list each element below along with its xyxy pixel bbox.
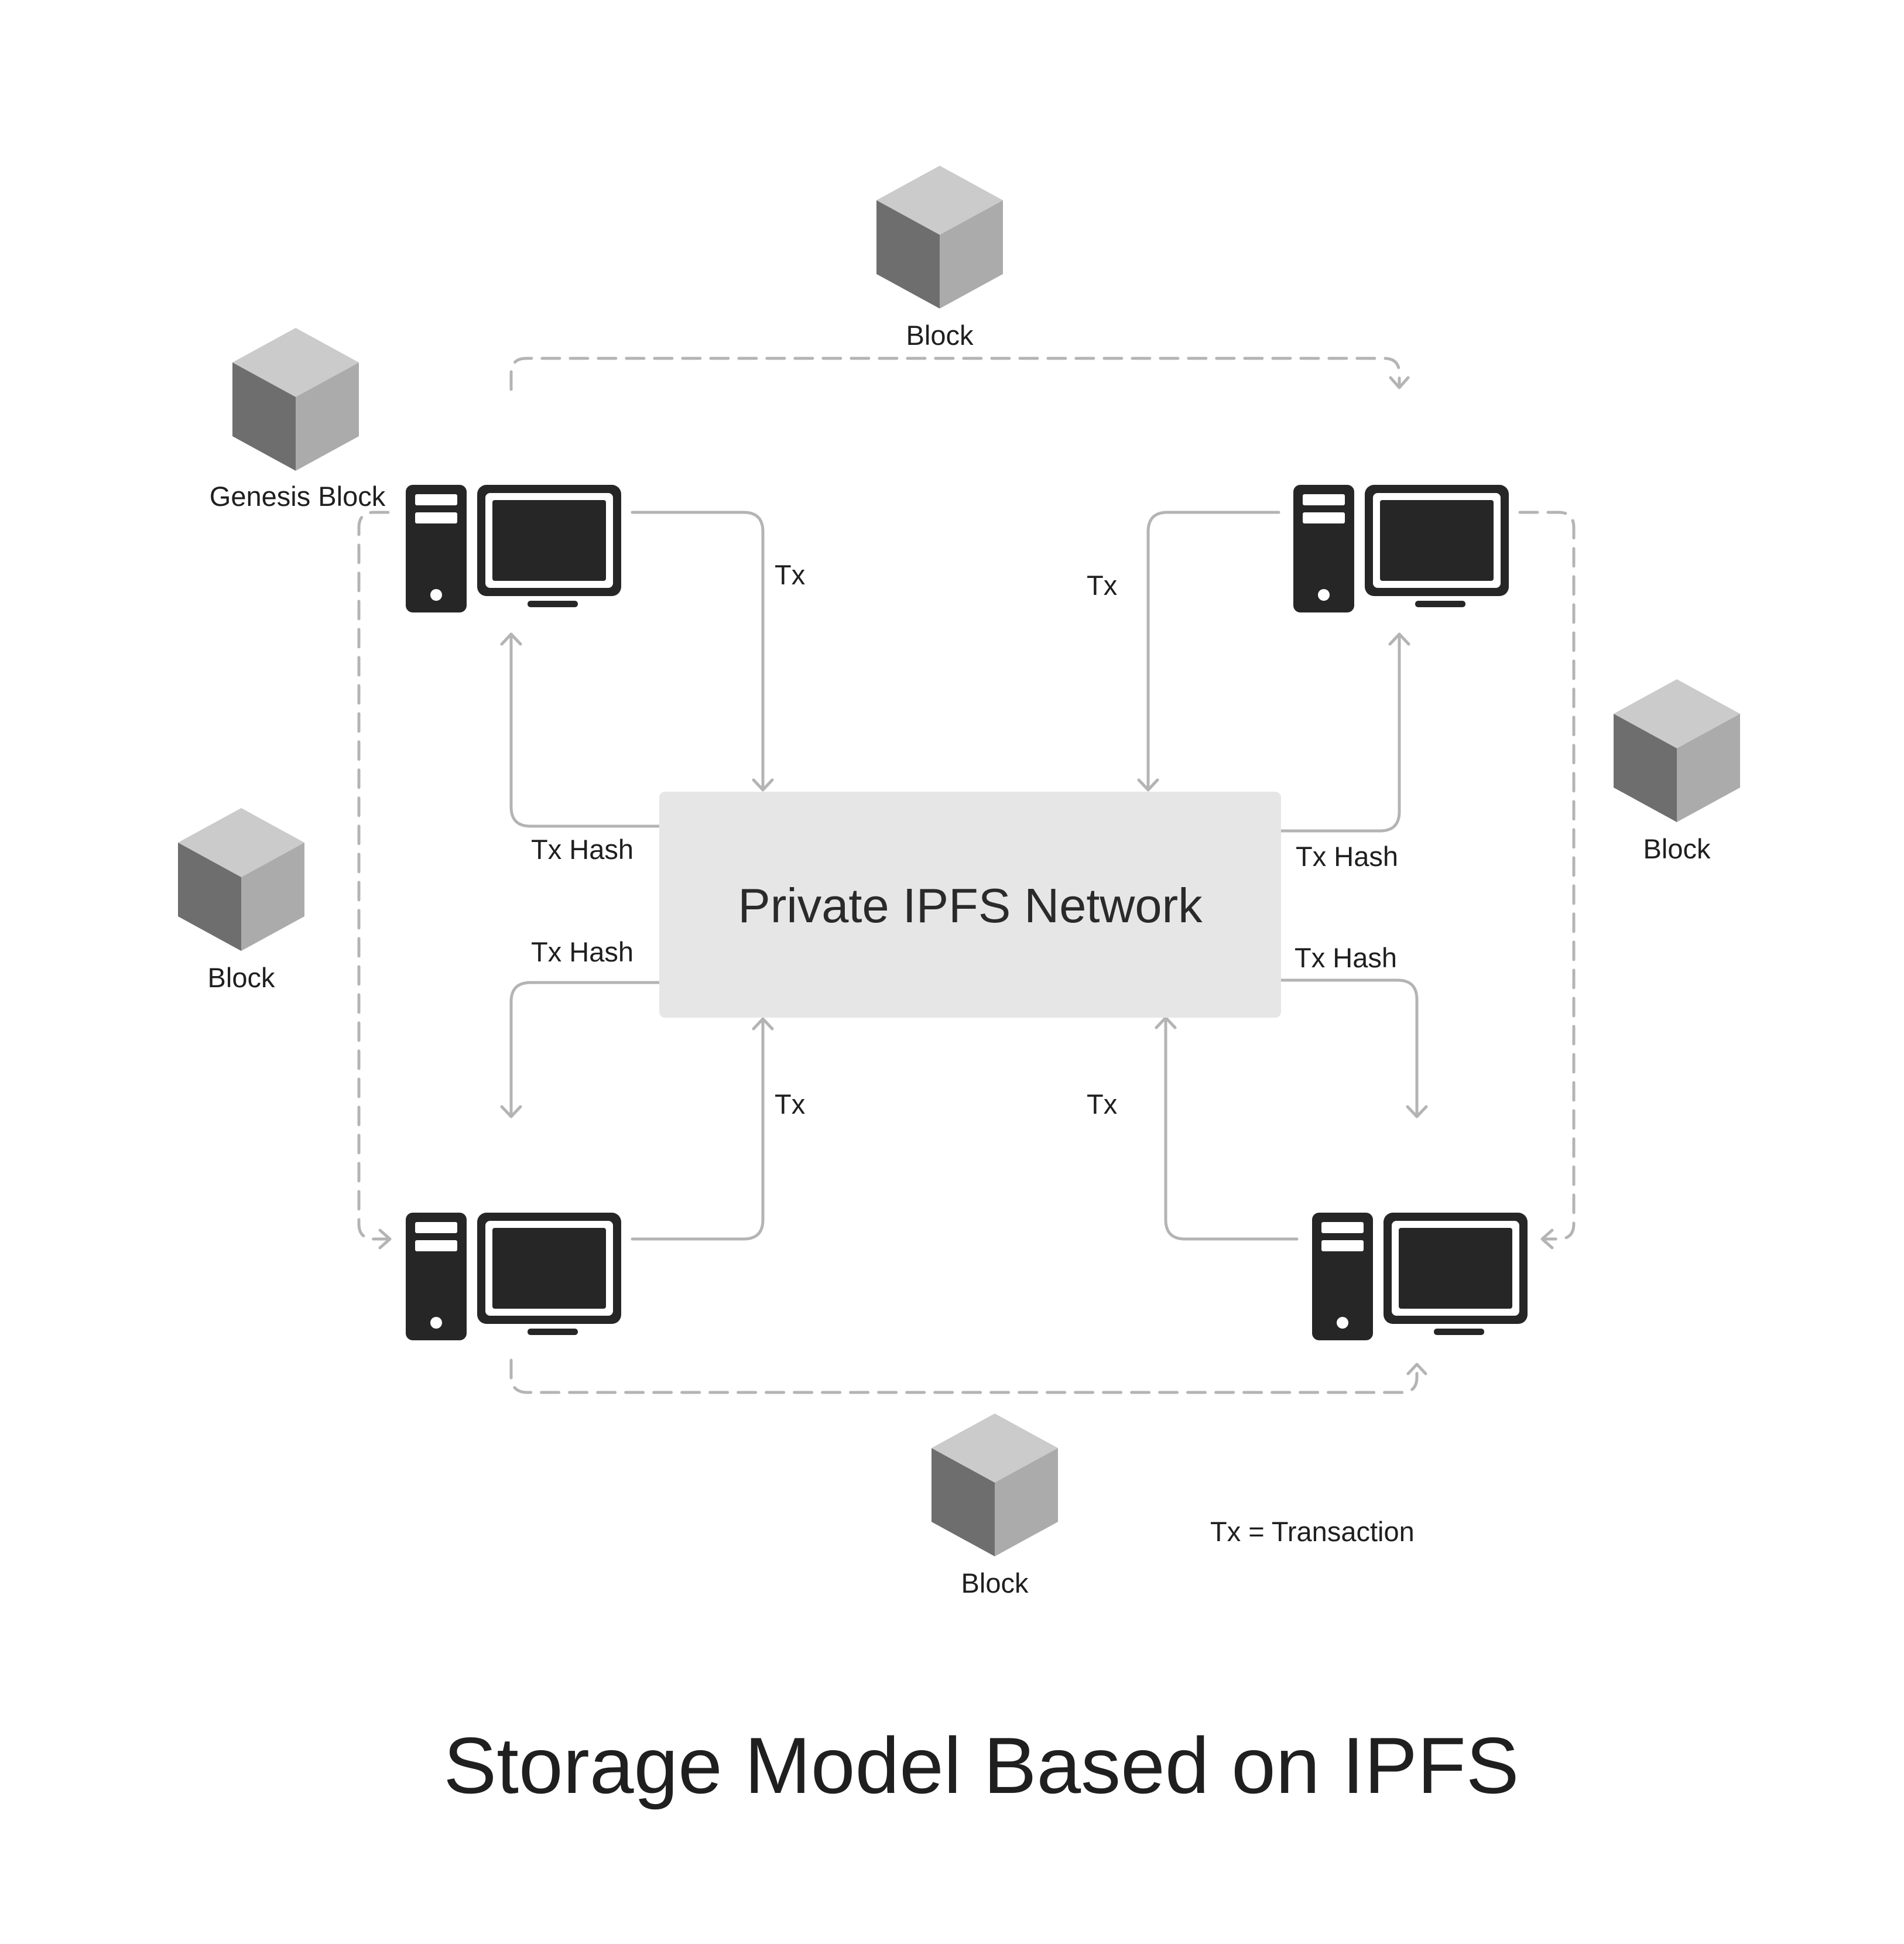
block-left: Block	[178, 808, 304, 993]
network-box	[659, 792, 1281, 1018]
desktop-computer-icon	[406, 485, 621, 612]
txhash-arrowhead-bottom-right	[1406, 1105, 1428, 1118]
tx-arrow-bottom-left	[631, 1017, 765, 1241]
network-label: Private IPFS Network	[738, 878, 1203, 933]
block-right: Block	[1614, 679, 1740, 864]
left-dashed-path	[357, 511, 391, 1241]
private-ipfs-network: Private IPFS Network	[659, 792, 1281, 1018]
txhash-arrow-top-left	[509, 632, 661, 828]
tx-label-top-left: Tx	[775, 559, 805, 590]
desktop-computer-icon	[1293, 485, 1509, 612]
tx-arrow-top-right	[1146, 511, 1280, 791]
block-top: Block	[876, 166, 1003, 351]
txhash-label-top-left: Tx Hash	[531, 834, 633, 865]
txhash-arrowhead-bottom-left	[500, 1105, 522, 1118]
top-dashed-path	[509, 357, 1401, 391]
block-left-label: Block	[208, 962, 275, 993]
txhash-arrow-bottom-right	[1279, 978, 1419, 1118]
txhash-label-bottom-left: Tx Hash	[531, 936, 633, 967]
edge-labels: Tx Tx Hash Tx Tx Hash Tx Hash Tx Tx Hash…	[531, 559, 1398, 1120]
diagram-title: Storage Model Based on IPFS	[443, 1721, 1519, 1810]
block-propagation-paths	[357, 357, 1576, 1394]
top-dashed-arrowhead	[1389, 376, 1410, 389]
node-bottom-right	[1312, 1213, 1528, 1340]
node-top-right	[1293, 485, 1509, 612]
txhash-label-top-right: Tx Hash	[1296, 841, 1398, 872]
left-dashed-arrowhead	[378, 1228, 392, 1250]
legend: Tx = Transaction	[1210, 1516, 1415, 1547]
tx-arrowhead-bottom-left	[752, 1017, 774, 1031]
tx-arrow-top-left	[631, 511, 765, 791]
txhash-arrow-bottom-left	[509, 981, 661, 1118]
node-bottom-left	[406, 1213, 621, 1340]
right-dashed-arrowhead	[1540, 1228, 1554, 1250]
node-top-left	[406, 485, 621, 612]
transaction-connectors	[500, 511, 1428, 1241]
txhash-arrowhead-top-right	[1388, 632, 1410, 646]
txhash-label-bottom-right: Tx Hash	[1295, 942, 1397, 973]
right-dashed-path	[1518, 511, 1576, 1241]
tx-arrowhead-top-left	[752, 778, 774, 792]
desktop-computer-icon	[406, 1213, 621, 1340]
cube-icon	[178, 808, 304, 951]
block-top-label: Block	[906, 320, 974, 351]
desktop-computer-icon	[1312, 1213, 1528, 1340]
cube-icon	[1614, 679, 1740, 822]
block-bottom: Block	[932, 1413, 1058, 1599]
txhash-arrow-top-right	[1279, 632, 1401, 833]
cube-icon	[932, 1413, 1058, 1556]
tx-label-top-right: Tx	[1087, 570, 1117, 601]
bottom-dashed-path	[509, 1358, 1419, 1394]
block-right-label: Block	[1643, 833, 1711, 864]
txhash-arrowhead-top-left	[500, 632, 522, 646]
block-bottom-label: Block	[961, 1567, 1029, 1599]
tx-label-bottom-left: Tx	[775, 1089, 805, 1120]
tx-arrow-bottom-right	[1164, 1016, 1299, 1241]
tx-arrowhead-top-right	[1137, 778, 1159, 792]
bottom-dashed-arrowhead	[1406, 1363, 1427, 1375]
genesis-block: Genesis Block	[210, 328, 386, 512]
cube-icon	[876, 166, 1003, 309]
genesis-block-label: Genesis Block	[210, 481, 386, 512]
cube-icon	[232, 328, 359, 471]
tx-label-bottom-right: Tx	[1087, 1089, 1117, 1120]
